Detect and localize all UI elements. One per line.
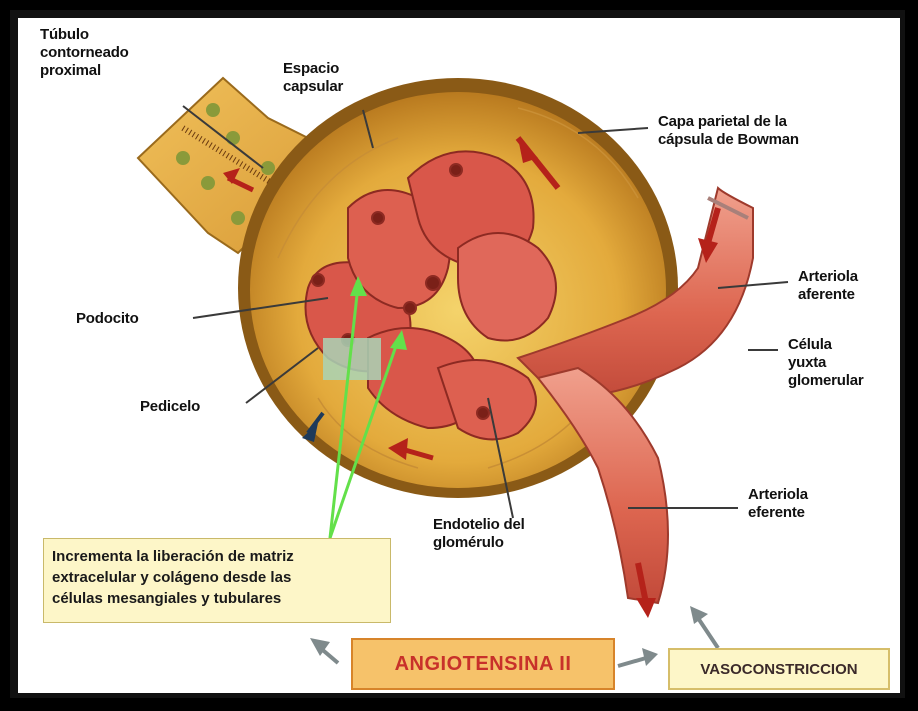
label-tubulo: Túbulo contorneado proximal — [40, 26, 129, 80]
label-podocito: Podocito — [76, 310, 139, 328]
label-espacio-capsular: Espacio capsular — [283, 60, 343, 96]
label-celula-yuxta: Célula yuxta glomerular — [788, 336, 864, 390]
vasoconstriccion-box: VASOCONSTRICCION — [668, 648, 890, 690]
angiotensina-box: ANGIOTENSINA II — [351, 638, 615, 690]
label-pedicelo: Pedicelo — [140, 398, 200, 416]
label-arteriola-aferente: Arteriola aferente — [798, 268, 858, 304]
label-endotelio: Endotelio del glomérulo — [433, 516, 525, 552]
label-arteriola-eferente: Arteriola eferente — [748, 486, 808, 522]
diagram-panel: Túbulo contorneado proximal Espacio caps… — [18, 18, 900, 693]
note-box: Incrementa la liberación de matriz extra… — [43, 538, 391, 623]
label-capa-parietal: Capa parietal de la cápsula de Bowman — [658, 113, 799, 149]
